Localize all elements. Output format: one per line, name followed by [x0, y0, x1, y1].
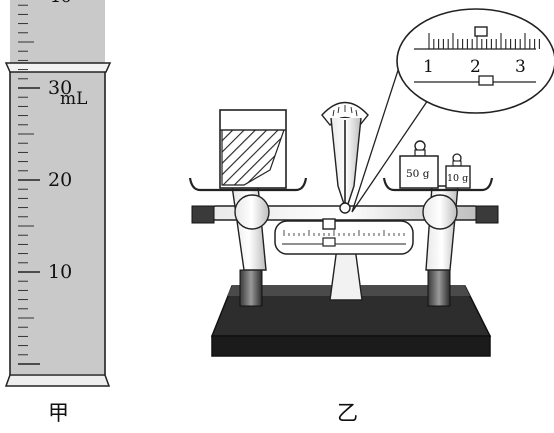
- weight-50g: 50 g: [399, 140, 439, 189]
- left-balance-nut: [191, 205, 215, 224]
- beam-scale-plate: [274, 220, 414, 255]
- right-pan: [382, 177, 494, 192]
- cylinder-unit-label: mL: [60, 89, 87, 109]
- beam-scale-ticks: [283, 230, 405, 236]
- graduated-cylinder: mL 5040302010: [4, 0, 112, 387]
- beaker-with-sample: [219, 109, 287, 189]
- weight-50g-label: 50 g: [406, 168, 430, 180]
- cylinder-scale-ticks: [18, 4, 40, 365]
- balance-pointer: [321, 101, 369, 214]
- cylinder-scale-label: 30: [48, 77, 72, 99]
- balance-caption: 乙: [337, 401, 358, 425]
- zoom-rider: [474, 26, 488, 37]
- right-foot-post: [427, 269, 451, 307]
- left-foot-post: [239, 269, 263, 307]
- zoom-lower-rider: [478, 75, 494, 86]
- cylinder-scale-labels: 5040302010: [48, 0, 72, 283]
- right-balance-nut: [475, 205, 499, 224]
- cylinder-scale-label: 20: [48, 169, 72, 191]
- zoom-scale-label: 2: [470, 57, 481, 77]
- zoom-scale-label: 1: [423, 57, 434, 77]
- zoom-scale-label: 3: [515, 57, 526, 77]
- cylinder-scale-label: 40: [48, 0, 72, 7]
- weight-10g-label: 10 g: [447, 173, 468, 184]
- zoom-callout-pointer: [351, 57, 429, 213]
- cylinder-caption: 甲: [48, 401, 69, 425]
- cylinder-lip: [4, 62, 112, 73]
- cylinder-base: [4, 374, 111, 387]
- balance: 50 g 10 g: [188, 8, 554, 357]
- left-pan: [188, 177, 308, 192]
- weight-10g: 10 g: [445, 153, 471, 189]
- beam-rider: [322, 218, 336, 230]
- zoom-callout: [396, 8, 554, 114]
- balance-base-plinth: [211, 335, 491, 357]
- zoom-beam-scale: 1 2 3: [414, 26, 540, 86]
- cylinder-scale-label: 10: [48, 261, 72, 283]
